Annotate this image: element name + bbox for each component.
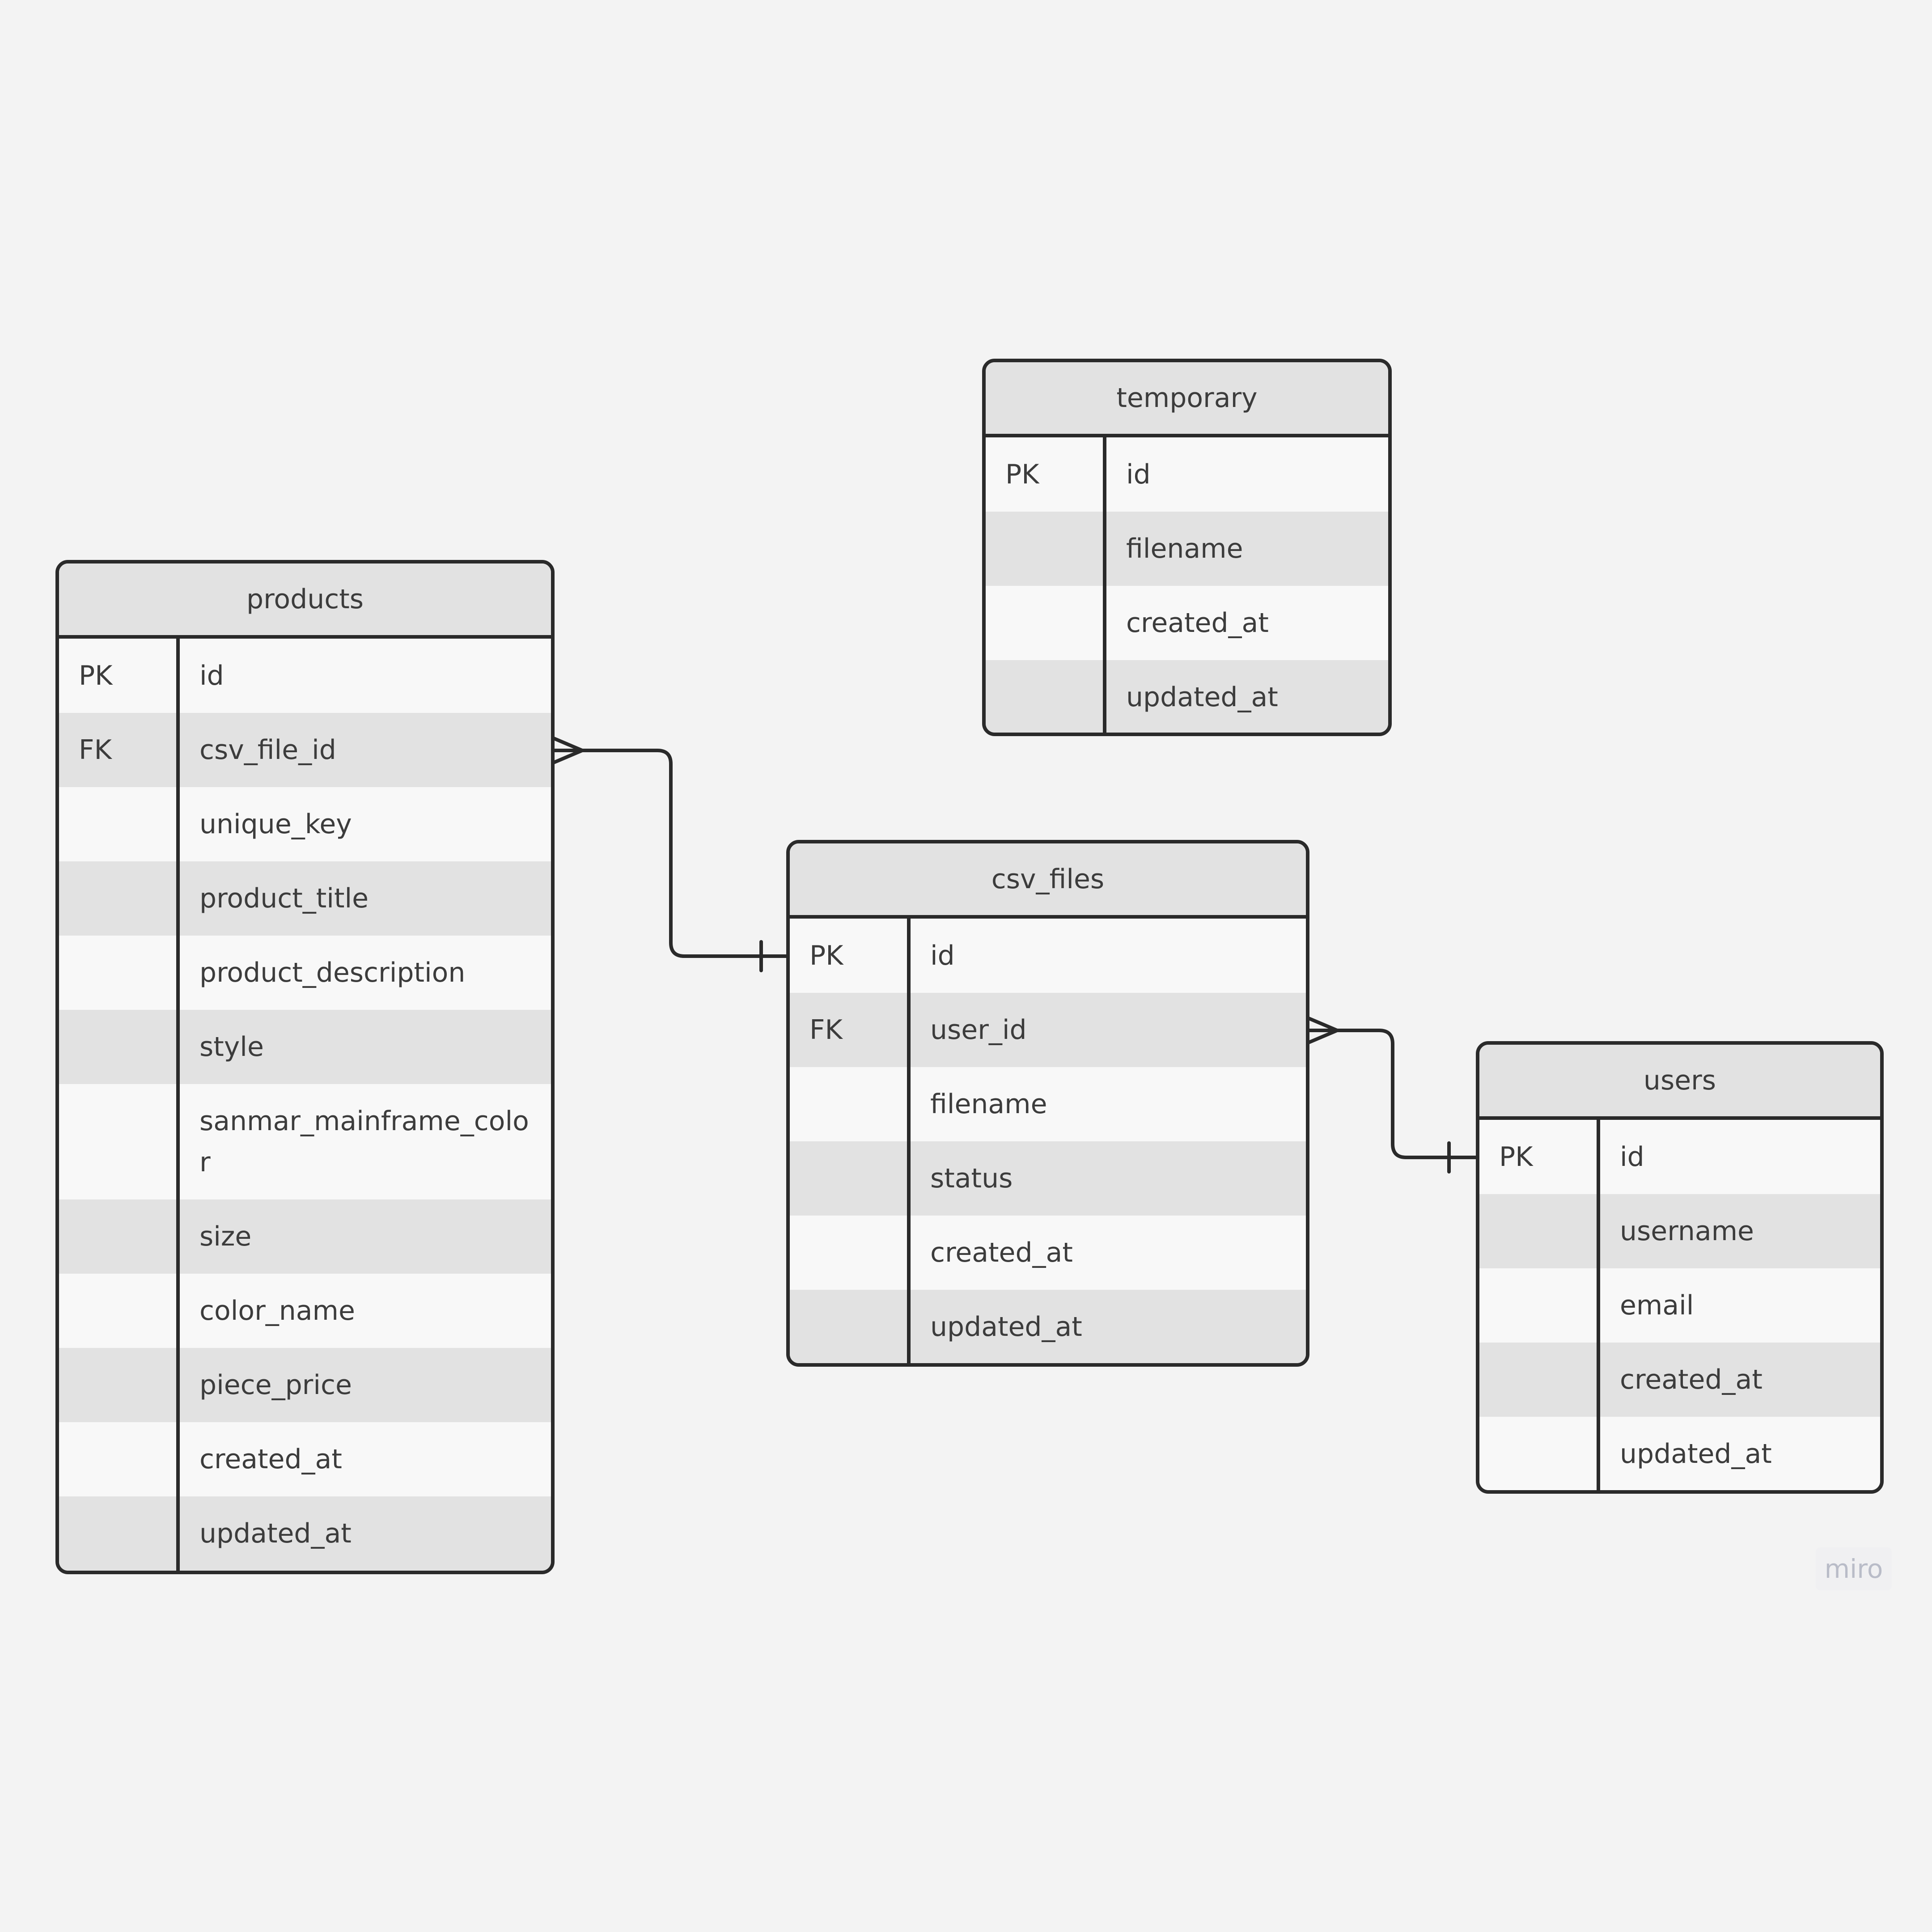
key-cell: FK xyxy=(790,993,911,1067)
entity-title: csv_files xyxy=(790,843,1306,919)
entity-row[interactable]: status xyxy=(790,1141,1306,1216)
entity-row[interactable]: PK id xyxy=(790,919,1306,993)
entity-row[interactable]: updated_at xyxy=(1479,1417,1880,1490)
field-name: created_at xyxy=(1126,607,1269,639)
field-name: csv_file_id xyxy=(199,734,336,766)
key-cell xyxy=(59,1010,180,1084)
key-cell: PK xyxy=(59,639,180,713)
entity-row[interactable]: style xyxy=(59,1010,551,1084)
field-name: id xyxy=(199,660,224,691)
key-cell: FK xyxy=(59,713,180,787)
entity-row[interactable]: size xyxy=(59,1199,551,1274)
key-cell xyxy=(790,1290,911,1363)
field-name: email xyxy=(1620,1290,1694,1321)
entity-row[interactable]: created_at xyxy=(790,1216,1306,1290)
field-name: updated_at xyxy=(1126,682,1278,713)
entity-row[interactable]: sanmar_mainframe_color xyxy=(59,1084,551,1199)
key-cell xyxy=(1479,1268,1600,1343)
relationship-csv-files-users[interactable] xyxy=(1306,1016,1478,1174)
entity-row[interactable]: updated_at xyxy=(986,660,1388,733)
key-cell: PK xyxy=(1479,1120,1600,1194)
entity-row[interactable]: color_name xyxy=(59,1274,551,1348)
entity-row[interactable]: created_at xyxy=(59,1422,551,1496)
key-cell xyxy=(59,1496,180,1571)
key-cell xyxy=(790,1067,911,1141)
field-name: updated_at xyxy=(199,1518,352,1549)
entity-row[interactable]: email xyxy=(1479,1268,1880,1343)
field-name: created_at xyxy=(930,1237,1073,1268)
field-name: style xyxy=(199,1031,264,1063)
key-cell: PK xyxy=(986,437,1106,512)
miro-watermark: miro xyxy=(1816,1547,1892,1590)
entity-row[interactable]: product_title xyxy=(59,861,551,936)
key-cell xyxy=(59,1274,180,1348)
key-cell xyxy=(790,1141,911,1216)
entity-row[interactable]: piece_price xyxy=(59,1348,551,1422)
field-name: filename xyxy=(930,1089,1047,1120)
field-name: created_at xyxy=(199,1444,342,1475)
entity-row[interactable]: created_at xyxy=(1479,1343,1880,1417)
key-cell xyxy=(986,586,1106,660)
entity-row[interactable]: product_description xyxy=(59,936,551,1010)
field-name: filename xyxy=(1126,533,1243,564)
entity-csv-files[interactable]: csv_files PK id FK user_id filename stat… xyxy=(786,840,1309,1367)
entity-row[interactable]: PK id xyxy=(1479,1120,1880,1194)
entity-title: users xyxy=(1479,1045,1880,1120)
entity-title: products xyxy=(59,564,551,639)
key-cell xyxy=(59,936,180,1010)
key-cell xyxy=(59,1084,180,1199)
key-cell xyxy=(790,1216,911,1290)
field-name: id xyxy=(1126,459,1151,490)
entity-row[interactable]: created_at xyxy=(986,586,1388,660)
key-cell xyxy=(59,787,180,861)
key-cell xyxy=(59,1422,180,1496)
field-name: id xyxy=(930,940,955,971)
field-name: updated_at xyxy=(930,1311,1082,1343)
entity-row[interactable]: updated_at xyxy=(790,1290,1306,1363)
key-cell xyxy=(59,861,180,936)
entity-row[interactable]: filename xyxy=(986,512,1388,586)
entity-title: temporary xyxy=(986,362,1388,437)
field-name: size xyxy=(199,1221,252,1252)
entity-products[interactable]: products PK id FK csv_file_id unique_key… xyxy=(55,560,555,1574)
entity-users[interactable]: users PK id username email created_at up… xyxy=(1476,1041,1884,1494)
entity-row[interactable]: filename xyxy=(790,1067,1306,1141)
key-cell xyxy=(59,1199,180,1274)
field-name: created_at xyxy=(1620,1364,1763,1395)
key-cell xyxy=(986,512,1106,586)
field-name: unique_key xyxy=(199,809,352,840)
key-cell: PK xyxy=(790,919,911,993)
relationship-products-csv-files[interactable] xyxy=(551,736,788,972)
relationship-line xyxy=(1306,1029,1478,1159)
field-name: sanmar_mainframe_color xyxy=(199,1106,529,1178)
field-name: username xyxy=(1620,1216,1754,1247)
field-name: user_id xyxy=(930,1014,1027,1046)
field-name: product_title xyxy=(199,883,369,914)
entity-row[interactable]: unique_key xyxy=(59,787,551,861)
key-cell xyxy=(1479,1343,1600,1417)
entity-row[interactable]: PK id xyxy=(59,639,551,713)
field-name: updated_at xyxy=(1620,1438,1772,1470)
entity-row[interactable]: PK id xyxy=(986,437,1388,512)
crow-foot-icon xyxy=(551,736,584,765)
field-name: status xyxy=(930,1163,1013,1194)
field-name: piece_price xyxy=(199,1369,352,1401)
entity-row[interactable]: updated_at xyxy=(59,1496,551,1571)
relationship-line xyxy=(551,749,788,958)
entity-row[interactable]: FK csv_file_id xyxy=(59,713,551,787)
field-name: product_description xyxy=(199,957,466,988)
crow-foot-icon xyxy=(1306,1016,1339,1045)
field-name: id xyxy=(1620,1141,1644,1173)
field-name: color_name xyxy=(199,1295,355,1326)
entity-temporary[interactable]: temporary PK id filename created_at upda… xyxy=(982,359,1392,736)
key-cell xyxy=(1479,1417,1600,1490)
key-cell xyxy=(1479,1194,1600,1268)
entity-row[interactable]: username xyxy=(1479,1194,1880,1268)
key-cell xyxy=(986,660,1106,733)
key-cell xyxy=(59,1348,180,1422)
entity-row[interactable]: FK user_id xyxy=(790,993,1306,1067)
